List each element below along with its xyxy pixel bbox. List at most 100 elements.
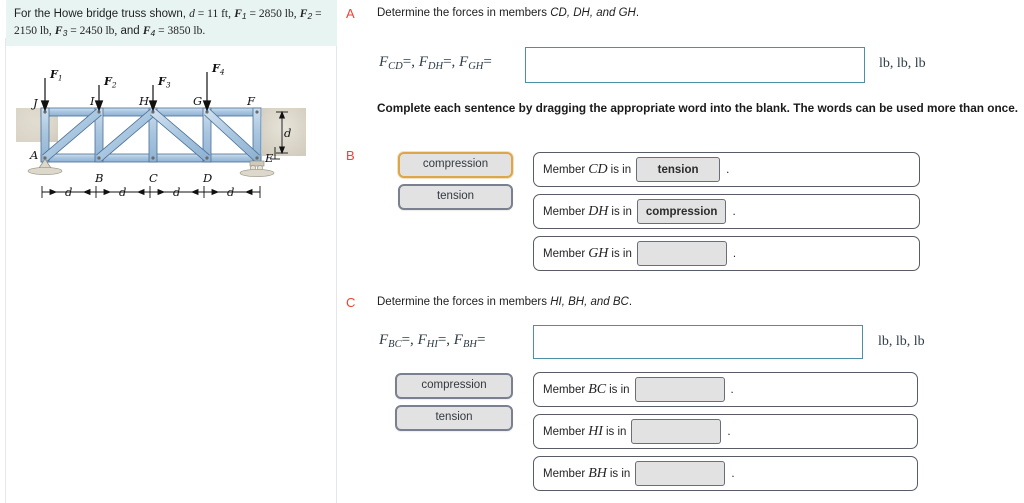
truss-joint-pins (43, 110, 259, 160)
part-c-s3-mid: is in (609, 467, 631, 480)
part-c-f2-sym: F (417, 332, 427, 348)
part-c-s3-lead: Member (543, 467, 586, 480)
load-label-F3: F3 (157, 75, 171, 90)
load-arrow-F2 (94, 85, 104, 112)
node-label-E: E (264, 151, 274, 165)
part-c-chip-tension[interactable]: tension (395, 405, 513, 431)
part-a-f2-sym: F (418, 54, 428, 70)
part-c-s1-lead: Member (543, 383, 586, 396)
part-c-sentence-row-3[interactable]: Member BH is in . (533, 456, 918, 491)
part-c-sentence-row-1[interactable]: Member BC is in . (533, 372, 918, 407)
part-b-s1-dropzone[interactable]: tension (636, 157, 721, 182)
part-c-chip-compression[interactable]: compression (395, 373, 513, 399)
problem-f4-sub: 4 (150, 27, 156, 38)
problem-f4-symbol: F (142, 24, 151, 37)
part-a-f3-eq: = (483, 54, 492, 70)
span-label-d-3: d (173, 185, 180, 199)
part-letter-a: A (346, 6, 355, 21)
part-a-prompt-members: CD, DH, and GH (550, 7, 636, 19)
part-b-chip-tension[interactable]: tension (398, 184, 513, 210)
part-b-s2-lead: Member (543, 205, 586, 218)
truss-diagonals (42, 108, 260, 162)
height-dimension-label: d (284, 126, 291, 140)
problem-f3-symbol: F (54, 24, 63, 37)
load-label-F1: F1 (49, 68, 63, 83)
howe-bridge-truss-figure: F1 F2 F3 F4 J I H G F A B C D E (14, 60, 314, 205)
part-c-s2-mid: is in (605, 425, 627, 438)
part-b-s2-mid: is in (611, 205, 632, 218)
part-b-s1-mid: is in (610, 163, 632, 176)
problem-intro-text: For the Howe bridge truss shown, (14, 8, 186, 20)
load-arrow-F3 (148, 85, 158, 112)
problem-f3-sub: 3 (62, 27, 68, 38)
span-dimension-line (41, 186, 261, 198)
problem-f1-symbol: F (234, 8, 242, 20)
part-c-prompt-lead: Determine the forces in members (377, 296, 551, 308)
problem-d-symbol: d (189, 8, 195, 20)
part-c-s3-dropzone[interactable] (635, 461, 726, 486)
part-c-s2-member: HI (588, 423, 603, 439)
problem-f3-value: 2450 lb (79, 24, 115, 37)
node-label-I: I (89, 94, 95, 108)
problem-f2-symbol: F (299, 8, 308, 20)
node-label-C: C (149, 171, 158, 185)
part-b-s3-period: . (732, 247, 737, 260)
part-b-s2-period: . (732, 205, 736, 218)
part-b-s3-mid: is in (611, 247, 632, 260)
part-c-f1-sub: BC (388, 338, 402, 350)
part-a-units: lb, lb, lb (879, 56, 926, 71)
part-a-formula: FCD=, FDH=, FGH= (379, 54, 492, 72)
problem-d-value: 11 ft (207, 8, 229, 20)
part-b-sentence-row-3[interactable]: Member GH is in . (533, 236, 920, 271)
part-c-f3-sym: F (453, 332, 463, 348)
node-label-G: G (193, 94, 202, 108)
node-label-H: H (138, 94, 150, 108)
part-c-s1-dropzone[interactable] (634, 377, 725, 402)
part-a-helper-text: Complete each sentence by dragging the a… (377, 101, 1019, 115)
part-c-s3-period: . (731, 467, 735, 480)
part-c-units: lb, lb, lb (878, 334, 925, 349)
part-b-sentence-row-1[interactable]: Member CD is in tension . (533, 152, 920, 187)
part-c-sentence-row-2[interactable]: Member HI is in . (533, 414, 918, 449)
part-b-chip-compression[interactable]: compression (398, 152, 513, 178)
part-b-s2-dropzone[interactable]: compression (636, 199, 727, 224)
part-a-f3-sub: GH (468, 60, 484, 72)
part-letter-b: B (346, 148, 355, 163)
span-label-d-4: d (227, 185, 234, 199)
part-a-f3-sym: F (459, 54, 469, 70)
part-c-s3-member: BH (588, 465, 607, 481)
problem-f2-value: 2150 lb (14, 24, 49, 37)
load-label-F4: F4 (211, 62, 225, 77)
part-a-f2-eq: =, (443, 54, 456, 70)
part-c-s1-period: . (730, 383, 734, 396)
problem-f1-sub: 1 (241, 11, 247, 22)
part-c-s2-dropzone[interactable] (631, 419, 722, 444)
part-c-f1-sym: F (379, 332, 389, 348)
part-c-f2-eq: =, (437, 332, 451, 348)
part-b-s3-dropzone[interactable] (636, 241, 727, 266)
problem-statement: For the Howe bridge truss shown, d = 11 … (6, 0, 337, 47)
part-a-f1-sub: CD (388, 60, 403, 72)
node-label-J: J (31, 96, 39, 110)
part-b-s3-lead: Member (543, 247, 586, 260)
node-label-B: B (94, 171, 103, 185)
part-b-sentence-row-2[interactable]: Member DH is in compression . (533, 194, 920, 229)
problem-f2-sub: 2 (307, 11, 313, 22)
part-c-prompt-members: HI, BH, and BC (550, 296, 629, 308)
part-a-prompt-lead: Determine the forces in members (377, 7, 551, 19)
left-divider-rule (5, 38, 6, 503)
part-a-answer-input[interactable] (525, 47, 865, 83)
part-c-prompt-tail: . (628, 296, 633, 308)
part-c-s1-member: BC (588, 381, 607, 397)
problem-and-word: and (120, 24, 140, 37)
part-c-f3-sub: BH (462, 338, 477, 350)
node-label-F: F (246, 94, 256, 108)
part-c-s1-mid: is in (609, 383, 630, 396)
height-dimension-d (276, 110, 288, 155)
part-c-s2-lead: Member (543, 425, 586, 438)
part-c-answer-input[interactable] (533, 325, 863, 359)
problem-f1-value: 2850 lb (258, 8, 294, 20)
load-arrow-F1 (40, 78, 50, 112)
part-b-s3-member: GH (588, 245, 609, 261)
